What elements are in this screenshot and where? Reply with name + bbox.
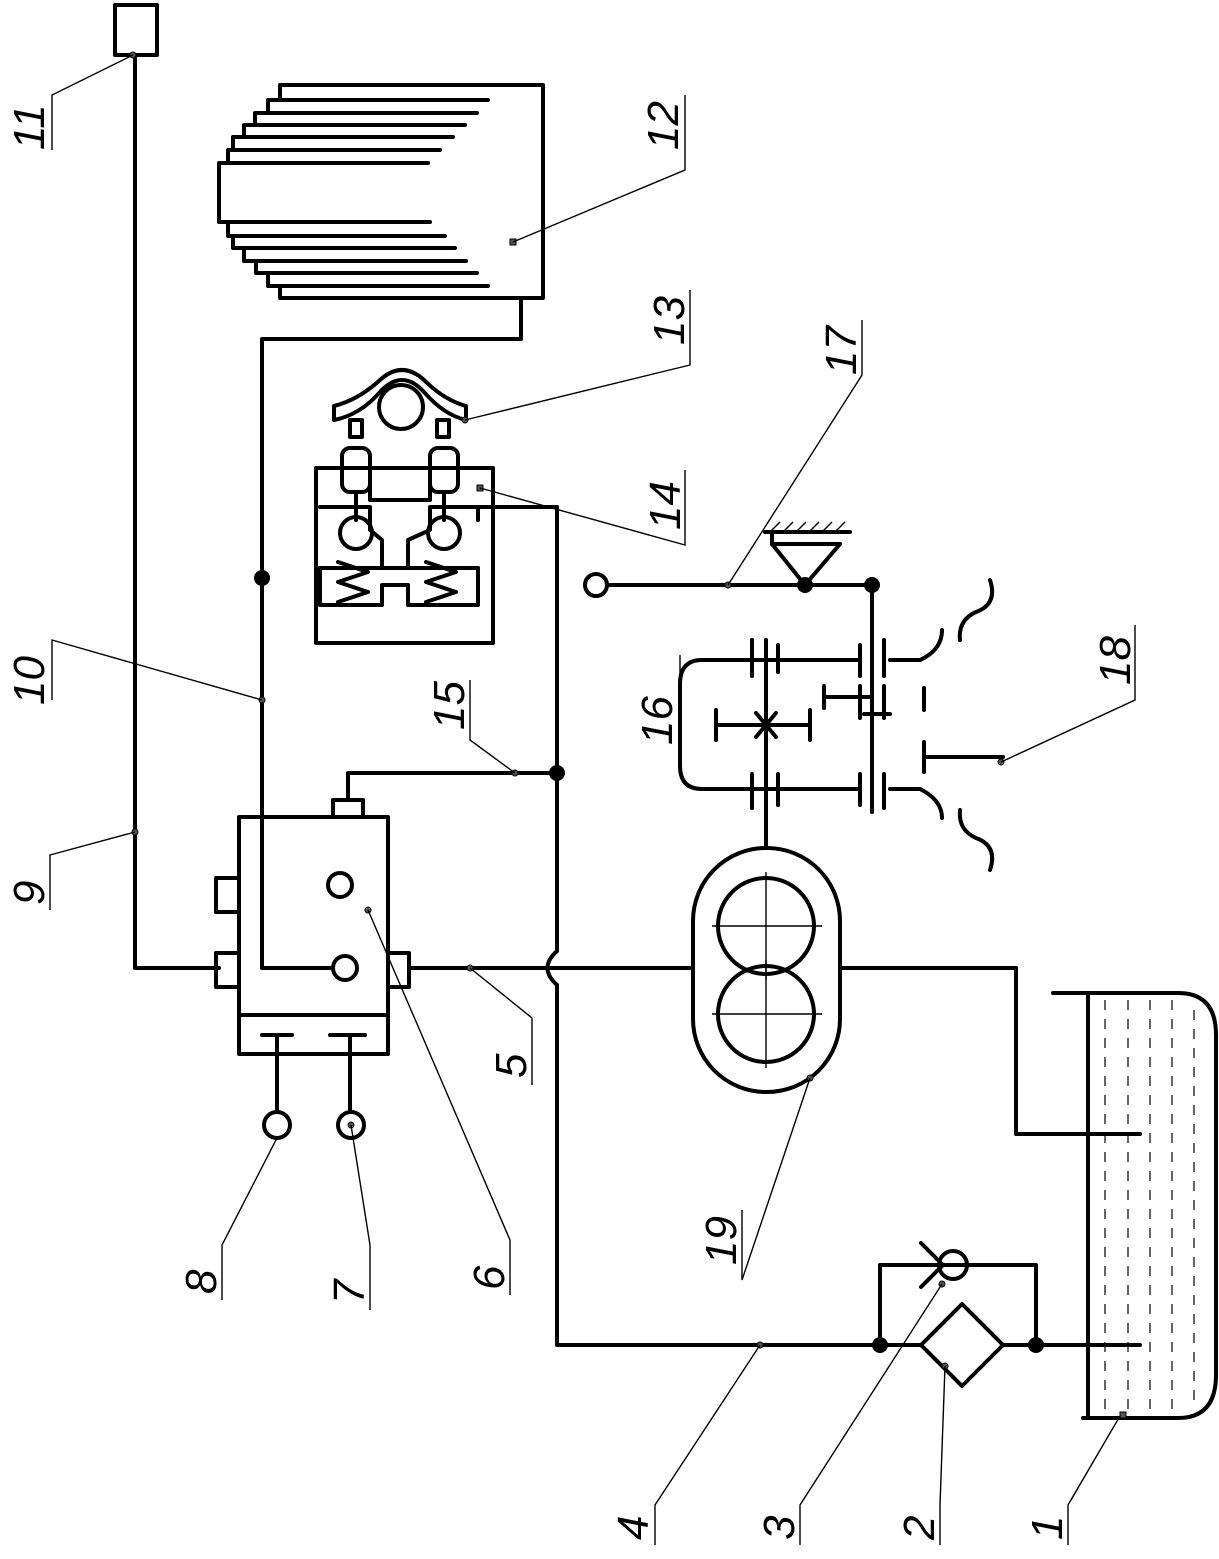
callout-15: 15 <box>425 681 474 730</box>
bypass-check-valve <box>878 1241 1038 1347</box>
oil-radiator <box>217 83 517 300</box>
callout-7: 7 <box>325 1278 374 1304</box>
leader-lines <box>49 54 1136 1545</box>
callout-2: 2 <box>895 1516 944 1541</box>
callout-14: 14 <box>641 481 690 530</box>
oil-tank <box>1051 991 1218 1420</box>
sensor-box <box>113 3 159 59</box>
callout-3: 3 <box>755 1515 804 1540</box>
callout-9: 9 <box>5 881 54 905</box>
callout-1: 1 <box>1023 1516 1072 1540</box>
fixed-support-hatch <box>769 521 846 533</box>
gearbox <box>678 578 1005 872</box>
control-lever <box>583 521 874 598</box>
callout-11: 11 <box>5 104 54 150</box>
pipe-markers <box>131 696 764 1349</box>
callout-16: 16 <box>633 696 682 745</box>
callout-labels: 1 2 3 4 5 6 7 8 9 10 11 12 13 14 15 16 1… <box>5 101 1140 1541</box>
callout-4: 4 <box>609 1516 658 1540</box>
callout-12: 12 <box>639 101 688 150</box>
oil-filter <box>919 1302 1038 1388</box>
callout-8: 8 <box>177 1269 226 1294</box>
callout-13: 13 <box>645 296 694 345</box>
callout-10: 10 <box>5 656 54 705</box>
control-valve <box>214 798 411 1140</box>
callout-18: 18 <box>1091 636 1140 685</box>
callout-19: 19 <box>697 1216 746 1265</box>
callout-17: 17 <box>817 325 866 375</box>
hydraulic-motor <box>314 368 495 645</box>
callout-6: 6 <box>465 1265 514 1290</box>
callout-5: 5 <box>487 1053 536 1078</box>
